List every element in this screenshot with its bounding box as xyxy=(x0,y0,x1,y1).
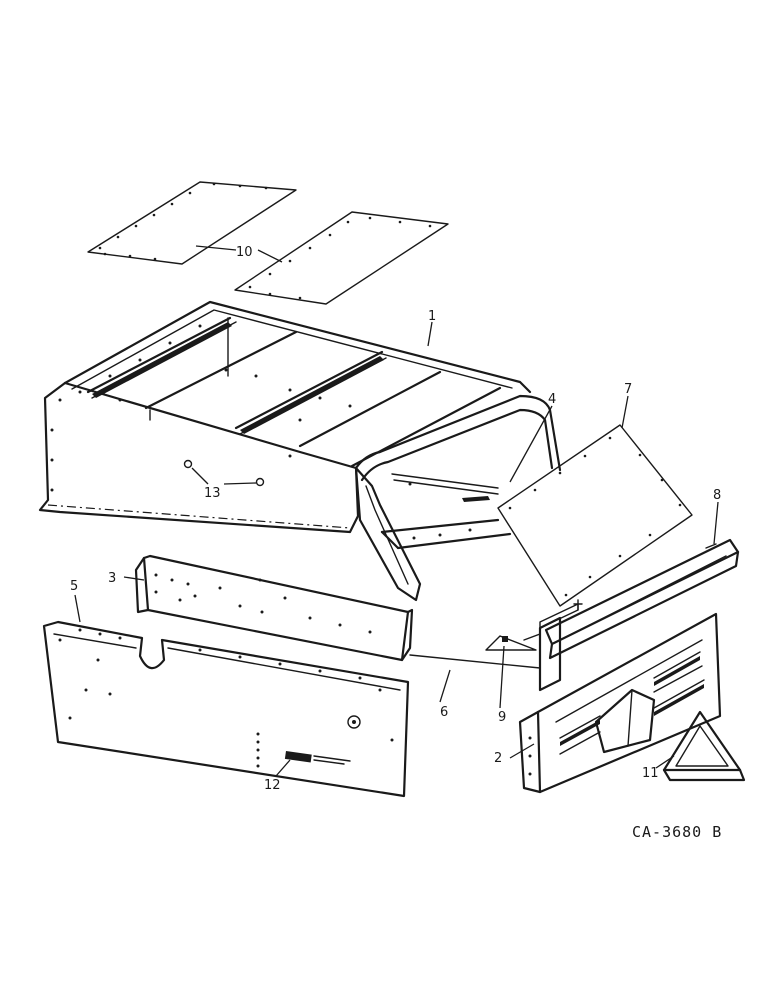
callout-13: 13 xyxy=(204,486,221,501)
rail xyxy=(544,538,740,660)
drawing-number: CA-3680 B xyxy=(632,823,722,841)
callout-9: 9 xyxy=(498,710,506,725)
callout-8: 8 xyxy=(713,488,721,503)
upper-side-panel xyxy=(134,554,414,662)
callout-1: 1 xyxy=(428,309,436,324)
grille xyxy=(518,612,722,794)
roof-panel-right xyxy=(234,211,449,305)
hood-frame xyxy=(38,300,562,602)
callout-4: 4 xyxy=(548,392,556,407)
front-panel xyxy=(497,424,693,607)
strip xyxy=(462,496,490,502)
leader-lines xyxy=(74,245,719,777)
callout-7: 7 xyxy=(624,382,632,397)
callout-3: 3 xyxy=(108,571,116,586)
roof-panel-left xyxy=(87,181,297,265)
plugs xyxy=(183,459,265,487)
callout-6: 6 xyxy=(440,705,448,720)
callout-11: 11 xyxy=(642,766,659,781)
seal xyxy=(409,654,541,669)
callout-2: 2 xyxy=(494,751,502,766)
lower-side-panel xyxy=(42,620,410,798)
callout-12: 12 xyxy=(264,778,281,793)
decal xyxy=(284,751,351,765)
bracket xyxy=(485,603,579,692)
callout-5: 5 xyxy=(70,579,78,594)
callout-10: 10 xyxy=(236,245,253,260)
triangle-bracket xyxy=(662,710,746,782)
